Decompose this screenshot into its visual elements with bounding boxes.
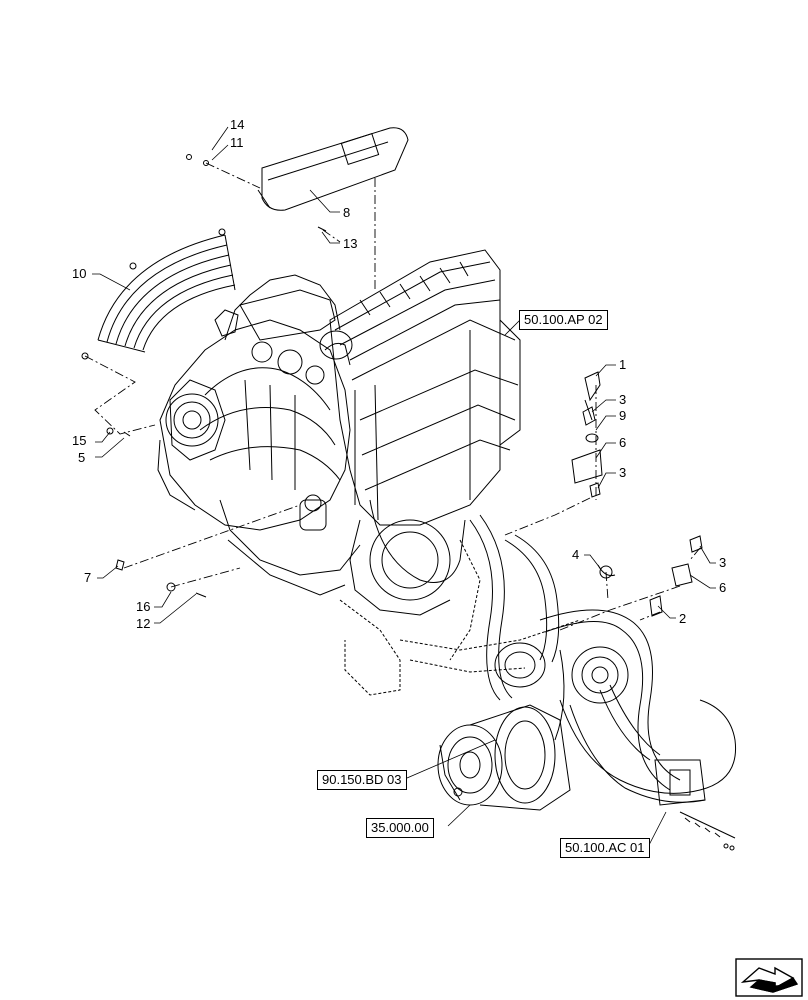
leader-lines: [92, 126, 716, 848]
callout-12: 12: [136, 616, 151, 631]
callout-10: 10: [72, 266, 87, 281]
callout-6-upper: 6: [619, 435, 627, 450]
chassis-frame: [339, 539, 581, 696]
callout-16: 16: [136, 599, 151, 614]
hydraulic-motor-assembly: [437, 642, 629, 811]
callout-3-upper: 3: [619, 392, 627, 407]
callout-3-middle: 3: [619, 465, 627, 480]
ref-35-000-00[interactable]: 35.000.00: [366, 818, 434, 838]
ref-50-100-ap-02[interactable]: 50.100.AP 02: [519, 310, 608, 330]
hardware-items: [106, 154, 703, 617]
cover-panel: [257, 127, 409, 211]
hvac-housing: [329, 249, 521, 616]
callout-5: 5: [78, 450, 86, 465]
callout-2: 2: [679, 611, 687, 626]
callout-14: 14: [230, 117, 245, 132]
callout-13: 13: [343, 236, 358, 251]
fan-guard: [81, 228, 236, 360]
callout-1: 1: [619, 357, 627, 372]
ref-90-150-bd-03[interactable]: 90.150.BD 03: [317, 770, 407, 790]
engine-assembly: [157, 274, 361, 596]
callout-6-lower: 6: [719, 580, 727, 595]
callout-9: 9: [619, 408, 627, 423]
callout-4: 4: [572, 547, 580, 562]
hydraulic-hoses: [469, 514, 737, 803]
centerlines: [84, 162, 701, 631]
callout-15: 15: [72, 433, 87, 448]
ref-50-100-ac-01[interactable]: 50.100.AC 01: [560, 838, 650, 858]
callout-7: 7: [84, 570, 92, 585]
callout-8: 8: [343, 205, 351, 220]
connector-block: [654, 759, 736, 851]
callout-11: 11: [230, 135, 244, 150]
callout-3-lower: 3: [719, 555, 727, 570]
previous-page-arrow-icon[interactable]: [735, 958, 803, 997]
